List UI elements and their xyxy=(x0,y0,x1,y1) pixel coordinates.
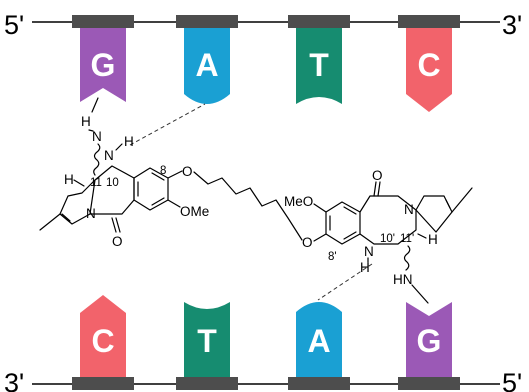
left-n-ring: N xyxy=(86,206,96,221)
bond-n10-h xyxy=(115,143,123,151)
left-co-bond-2 xyxy=(115,217,121,233)
left-carbonyl-o: O xyxy=(112,234,123,249)
left-ether-o: O xyxy=(182,164,193,179)
top-base-t-tile xyxy=(296,28,342,104)
left-ome-bond xyxy=(167,199,181,208)
bond-h11a xyxy=(73,179,85,187)
right-n-ring: N xyxy=(404,202,414,217)
top-rung xyxy=(72,15,134,28)
hbond-bottom xyxy=(317,263,373,301)
bond-h-n xyxy=(88,129,94,132)
bottom-base-g-tile xyxy=(406,302,452,377)
top-rung xyxy=(176,15,238,28)
right-meo: MeO xyxy=(284,194,313,209)
left-diazepine xyxy=(89,165,135,215)
left-co-bond-1 xyxy=(111,217,117,233)
hbond-top xyxy=(129,103,206,146)
right-h-11ap: H xyxy=(428,232,438,247)
bond-h11ap xyxy=(417,233,427,239)
right-benzene-double-3 xyxy=(343,231,357,240)
pentyl-linker xyxy=(193,171,303,241)
top-rung xyxy=(398,15,460,28)
right-co-bond-1 xyxy=(373,181,377,197)
right-pos-10p: 10' xyxy=(380,233,395,245)
right-methyl xyxy=(451,187,473,213)
right-nh-n: N xyxy=(364,244,374,259)
bottom-rung xyxy=(72,377,134,390)
right-ether-bond xyxy=(313,233,327,242)
top-base-c-letter: C xyxy=(417,47,440,83)
right-hn: HN xyxy=(393,272,413,287)
bottom-base-t-letter: T xyxy=(197,323,217,359)
top-base-g-tile xyxy=(80,28,126,102)
top-base-c-tile xyxy=(406,28,452,112)
wavy-bond-right xyxy=(403,245,411,271)
left-h-11a: H xyxy=(64,172,74,187)
bottom-3prime-label: 3' xyxy=(4,368,24,392)
top-5prime-label: 5' xyxy=(4,10,24,40)
bond-g-to-amine xyxy=(91,97,99,113)
bottom-rung xyxy=(398,377,460,390)
right-pbd-unit: O MeO 8' O N H N 10' 11' H HN xyxy=(284,168,473,287)
bond-g-to-hn xyxy=(411,284,429,304)
left-hn-n: N xyxy=(92,129,102,144)
left-ether-bond xyxy=(167,170,183,179)
right-pyrrolo-double xyxy=(445,199,451,209)
top-base-t-letter: T xyxy=(309,47,329,83)
bottom-5prime-label: 5' xyxy=(502,368,522,392)
left-pyrrolo-double xyxy=(61,213,71,222)
top-base-a-tile xyxy=(184,28,230,104)
left-hn-h: H xyxy=(81,114,91,129)
left-benzene-double-1 xyxy=(151,172,165,181)
right-ether-o: O xyxy=(302,235,313,250)
right-co-bond-2 xyxy=(377,181,381,197)
top-rung xyxy=(288,15,350,28)
bottom-base-c-tile xyxy=(80,295,126,377)
left-pbd-unit: H N H N 11 10 8 H N O O OMe xyxy=(39,114,209,249)
bottom-rung xyxy=(288,377,350,390)
top-base-g-letter: G xyxy=(91,47,116,83)
right-diazepine xyxy=(359,195,417,245)
left-pos-8: 8 xyxy=(160,165,166,177)
wavy-bond-left xyxy=(93,143,101,176)
left-nh-n: N xyxy=(104,148,114,163)
bottom-base-t-tile xyxy=(184,302,230,377)
right-carbonyl-o: O xyxy=(372,168,383,183)
right-benzene-double-2 xyxy=(343,206,357,215)
bottom-base-g-letter: G xyxy=(417,323,442,359)
top-3prime-label: 3' xyxy=(502,10,522,40)
bottom-base-a-tile xyxy=(296,302,342,377)
bottom-base-c-letter: C xyxy=(91,323,114,359)
right-nh-h: H xyxy=(360,260,370,275)
left-pos-10: 10 xyxy=(106,177,119,189)
bottom-rung xyxy=(176,377,238,390)
bottom-base-a-letter: A xyxy=(307,323,330,359)
right-benzene xyxy=(325,201,361,245)
right-meo-bond xyxy=(313,203,327,213)
right-pos-11p: 11' xyxy=(400,233,414,245)
bottom-strand: 3' 5' C T A G xyxy=(4,295,522,392)
left-nh-h: H xyxy=(124,134,134,149)
top-strand: 5' 3' G A T C xyxy=(4,10,522,112)
top-base-a-letter: A xyxy=(195,47,218,83)
left-ome: OMe xyxy=(180,204,209,219)
right-pos-8p: 8' xyxy=(328,251,337,263)
left-benzene-double-2 xyxy=(151,197,165,206)
left-methyl xyxy=(39,213,61,231)
left-pos-11: 11 xyxy=(90,177,102,189)
strand-contacts xyxy=(91,97,429,304)
